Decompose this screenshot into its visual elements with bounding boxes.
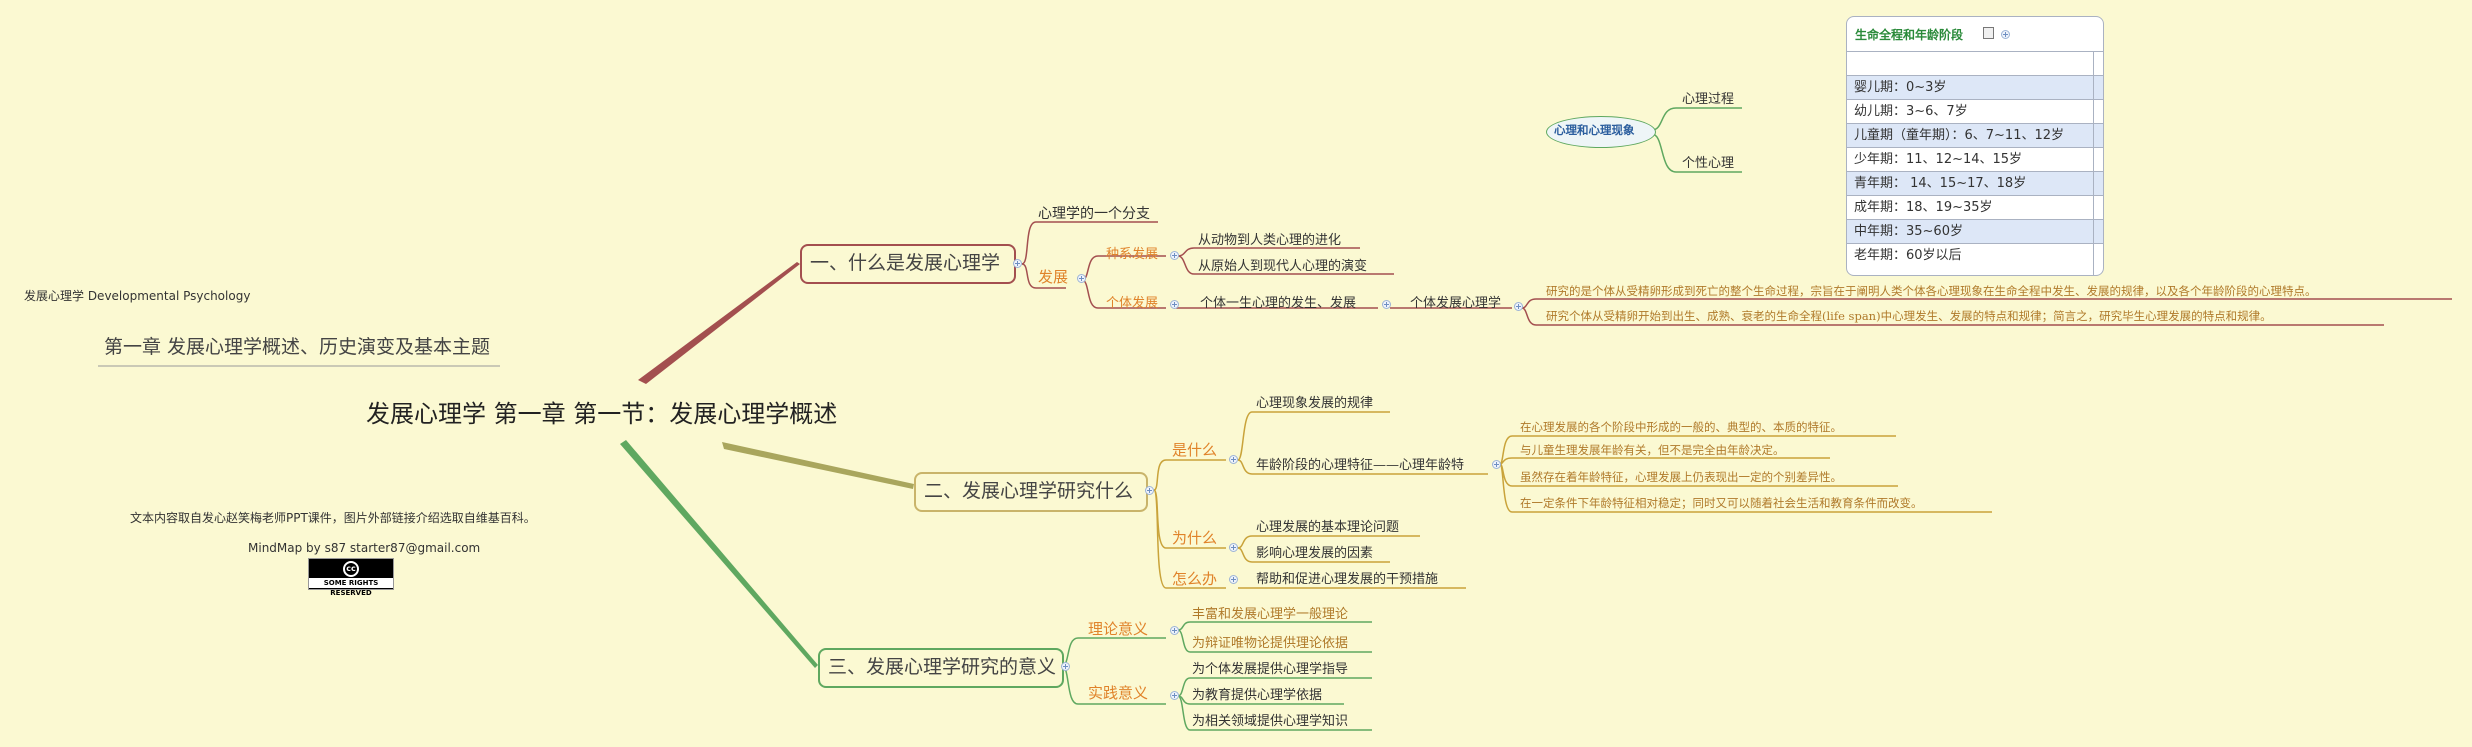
phenomena-item-1: 心理过程	[1682, 92, 1735, 107]
table-row: 儿童期（童年期）：6、7~11、12岁	[1847, 123, 2103, 147]
what-label: 是什么	[1172, 441, 1218, 459]
table-column-divider	[2093, 51, 2094, 275]
species-item-2: 从原始人到现代人心理的演变	[1198, 259, 1368, 274]
table-icon	[1983, 27, 1994, 39]
theory-item-2: 为辩证唯物论提供理论依据	[1192, 636, 1349, 651]
central-topic[interactable]: 发展心理学 第一章 第一节：发展心理学概述	[366, 400, 838, 428]
expand-icon[interactable]	[1170, 626, 1179, 635]
phenomena-title: 心理和心理现象	[1554, 123, 1635, 137]
expand-icon[interactable]	[1492, 460, 1501, 469]
expand-icon[interactable]	[1382, 300, 1391, 309]
practice-item-3: 为相关领域提供心理学知识	[1192, 714, 1349, 729]
species-label: 种系发展	[1106, 247, 1159, 262]
chapter-title: 第一章 发展心理学概述、历史演变及基本主题	[104, 336, 491, 358]
branch-1-node[interactable]	[800, 244, 1016, 284]
branch-1-title: 一、什么是发展心理学	[810, 252, 1001, 274]
expand-icon[interactable]	[1170, 691, 1179, 700]
individual-note-2: 研究个体从受精卵开始到出生、成熟、衰老的生命全程(life span)中心理发生…	[1546, 309, 2272, 323]
phenomena-item-2: 个性心理	[1682, 156, 1735, 171]
practice-label: 实践意义	[1088, 684, 1149, 702]
expand-icon[interactable]	[1229, 455, 1238, 464]
table-row: 老年期：60岁以后	[1847, 243, 2103, 267]
expand-icon[interactable]	[1145, 486, 1154, 495]
practice-item-2: 为教育提供心理学依据	[1192, 688, 1323, 703]
theory-item-1: 丰富和发展心理学一般理论	[1192, 607, 1349, 622]
age-note-3: 虽然存在着年龄特征，心理发展上仍表现出一定的个别差异性。	[1520, 470, 1842, 484]
age-note-1: 在心理发展的各个阶段中形成的一般的、典型的、本质的特征。	[1520, 420, 1842, 434]
how-label: 怎么办	[1172, 570, 1218, 588]
credit-note: MindMap by s87 starter87@gmail.com	[248, 541, 481, 555]
species-item-1: 从动物到人类心理的进化	[1198, 233, 1342, 248]
individual-psych-label: 个体发展心理学	[1410, 296, 1502, 311]
theory-label: 理论意义	[1088, 620, 1149, 638]
table-row: 中年期：35~60岁	[1847, 219, 2103, 243]
individual-note-1: 研究的是个体从受精卵形成到死亡的整个生命过程，宗旨在于阐明人类个体各心理现象在生…	[1546, 284, 2317, 298]
individual-definition: 个体一生心理的发生、发展	[1200, 296, 1357, 311]
lifespan-table: 生命全程和年龄阶段 婴儿期：0~3岁 幼儿期：3~6、7岁 儿童期（童年期）：6…	[1846, 16, 2104, 276]
why-label: 为什么	[1172, 529, 1218, 547]
source-note: 文本内容取自发心赵笑梅老师PPT课件，图片外部链接介绍选取自维基百科。	[130, 511, 536, 525]
expand-icon[interactable]	[1229, 543, 1238, 552]
expand-icon[interactable]	[1514, 302, 1523, 311]
age-note-4: 在一定条件下年龄特征相对稳定；同时又可以随着社会生活和教育条件而改变。	[1520, 496, 1923, 510]
age-note-2: 与儿童生理发展年龄有关，但不是完全由年龄决定。	[1520, 443, 1785, 457]
creative-commons-badge[interactable]: cc SOME RIGHTS RESERVED	[308, 558, 394, 597]
branch-of-label: 心理学的一个分支	[1038, 206, 1150, 222]
what-item-2: 年龄阶段的心理特征——心理年龄特	[1256, 458, 1465, 473]
branch-2-node[interactable]	[914, 472, 1148, 512]
license-label: SOME RIGHTS RESERVED	[309, 578, 393, 597]
branch-2-title: 二、发展心理学研究什么	[924, 480, 1134, 502]
table-row	[1847, 51, 2103, 75]
table-row: 幼儿期：3~6、7岁	[1847, 99, 2103, 123]
practice-item-1: 为个体发展提供心理学指导	[1192, 662, 1349, 677]
branch-3-title: 三、发展心理学研究的意义	[828, 656, 1057, 678]
branch-3-node[interactable]	[818, 648, 1064, 688]
expand-icon[interactable]	[1229, 575, 1238, 584]
phenomena-node[interactable]	[1546, 116, 1656, 148]
book-title: 发展心理学 Developmental Psychology	[24, 289, 251, 303]
develop-label: 发展	[1038, 268, 1069, 286]
expand-icon[interactable]	[1170, 300, 1179, 309]
why-item-2: 影响心理发展的因素	[1256, 546, 1374, 561]
expand-icon[interactable]	[1170, 251, 1179, 260]
cc-icon: cc	[343, 561, 359, 577]
table-row: 青年期： 14、15~17、18岁	[1847, 171, 2103, 195]
how-item: 帮助和促进心理发展的干预措施	[1256, 572, 1439, 587]
lifespan-title: 生命全程和年龄阶段	[1855, 28, 1964, 42]
expand-icon[interactable]	[1061, 662, 1070, 671]
table-row: 成年期：18、19~35岁	[1847, 195, 2103, 219]
expand-icon[interactable]	[1077, 274, 1086, 283]
individual-label: 个体发展	[1106, 296, 1159, 311]
expand-icon[interactable]	[2001, 30, 2010, 39]
what-item-1: 心理现象发展的规律	[1256, 396, 1374, 411]
table-row: 婴儿期：0~3岁	[1847, 75, 2103, 99]
why-item-1: 心理发展的基本理论问题	[1256, 520, 1400, 535]
expand-icon[interactable]	[1013, 259, 1022, 268]
table-row: 少年期：11、12~14、15岁	[1847, 147, 2103, 171]
